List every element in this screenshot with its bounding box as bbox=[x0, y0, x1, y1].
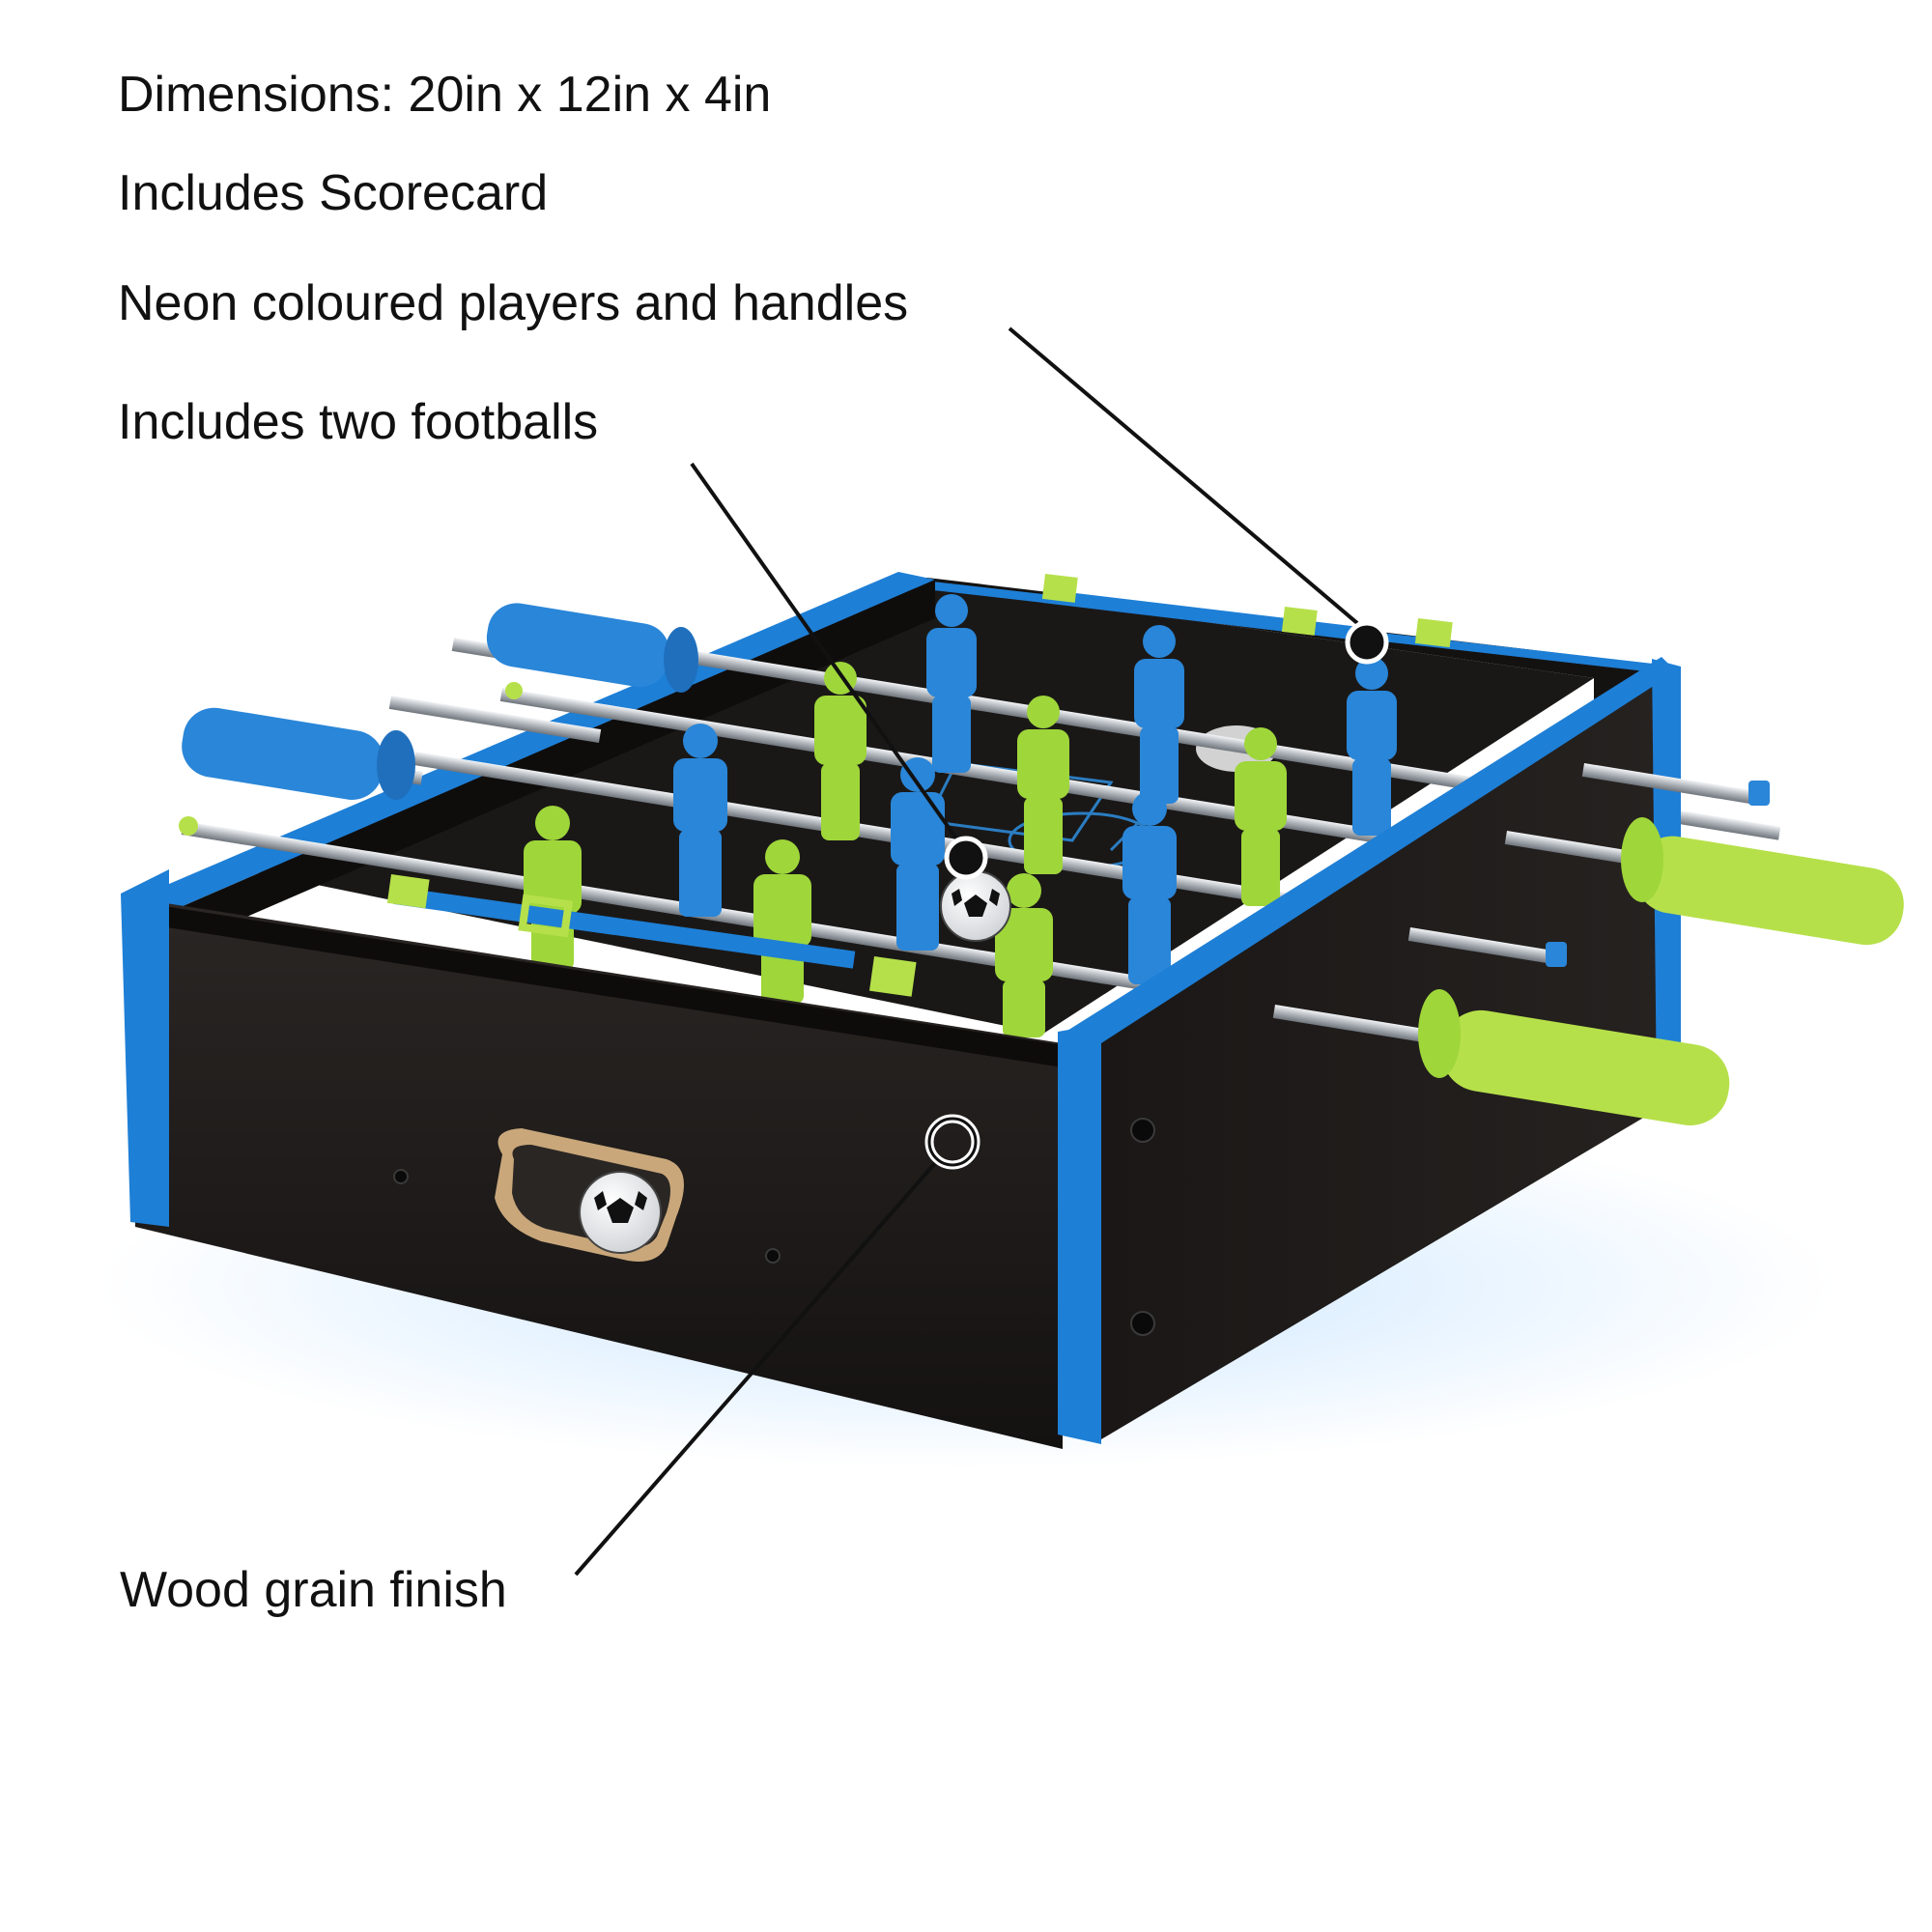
green-players bbox=[524, 662, 1287, 1037]
feature-wood-grain: Wood grain finish bbox=[120, 1562, 507, 1618]
green-handle-1 bbox=[1634, 836, 1904, 946]
feature-two-footballs: Includes two footballs bbox=[118, 394, 599, 450]
callout-wood bbox=[574, 1114, 980, 1577]
right-handles bbox=[1272, 762, 1904, 1126]
screws bbox=[393, 1118, 1155, 1336]
circle-marker-icon bbox=[1345, 620, 1389, 665]
front-score-bar bbox=[393, 887, 856, 969]
blue-players bbox=[673, 594, 1397, 984]
front-score-slider-1 bbox=[386, 874, 430, 909]
left-handles bbox=[179, 603, 698, 854]
back-score-slider-2 bbox=[1281, 606, 1318, 636]
front-score-slider-3 bbox=[868, 956, 917, 997]
front-goal bbox=[495, 1128, 684, 1262]
table-right-rail bbox=[1063, 657, 1676, 1043]
green-handle-2 bbox=[1441, 1009, 1730, 1126]
blue-handle-1 bbox=[486, 603, 670, 688]
table-front-corner-trim bbox=[1058, 1024, 1101, 1444]
callout-footballs bbox=[690, 462, 988, 880]
front-score-slider-2 bbox=[518, 894, 574, 938]
table-left-end-trim bbox=[121, 869, 169, 1227]
back-score-slider-1 bbox=[1041, 574, 1078, 603]
back-score-slider-3 bbox=[1414, 617, 1453, 648]
table-left-rail bbox=[135, 572, 935, 910]
table-right-wall bbox=[1101, 667, 1671, 1439]
callout-neon bbox=[1008, 327, 1389, 665]
circle-marker-icon bbox=[944, 836, 988, 880]
table-front-edge bbox=[145, 903, 1063, 1067]
feature-scorecard: Includes Scorecard bbox=[118, 165, 549, 221]
feature-dimensions: Dimensions: 20in x 12in x 4in bbox=[118, 67, 772, 123]
football-icon bbox=[940, 870, 1011, 942]
blue-handle-2 bbox=[182, 707, 384, 800]
feature-neon-players: Neon coloured players and handles bbox=[118, 275, 909, 331]
